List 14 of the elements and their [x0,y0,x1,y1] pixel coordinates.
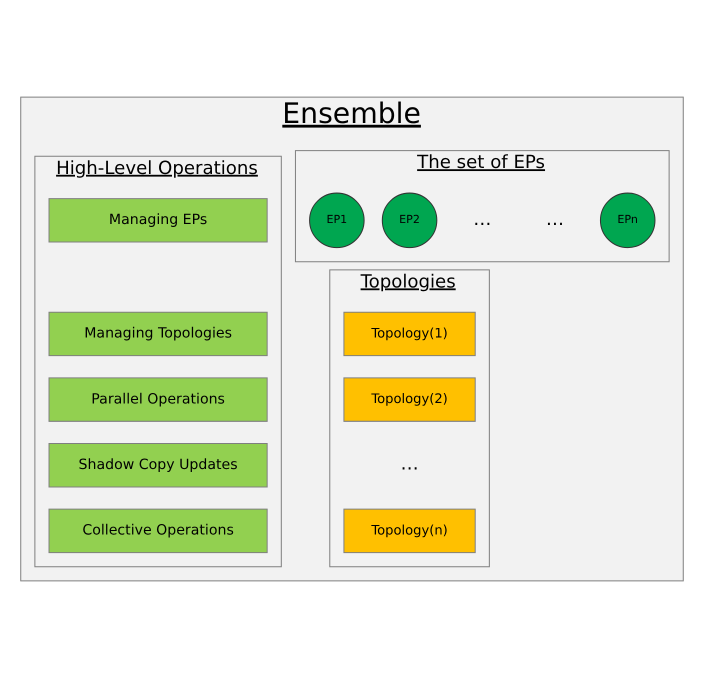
node-box: Topology(1) [343,311,476,356]
node-circle: EPn [600,192,656,248]
label: … [473,208,492,230]
node-box: Shadow Copy Updates [48,442,268,487]
node-box: Parallel Operations [48,376,268,422]
node-box: Managing Topologies [48,311,268,356]
node-box: Collective Operations [48,508,268,553]
node-box: Topology(n) [343,508,476,553]
node-box: Managing EPs [48,198,268,242]
node-circle: EP2 [382,192,438,248]
node-box: Topology(2) [343,376,476,422]
label: … [400,453,419,474]
node-circle: EP1 [309,192,365,248]
label: … [546,208,564,230]
